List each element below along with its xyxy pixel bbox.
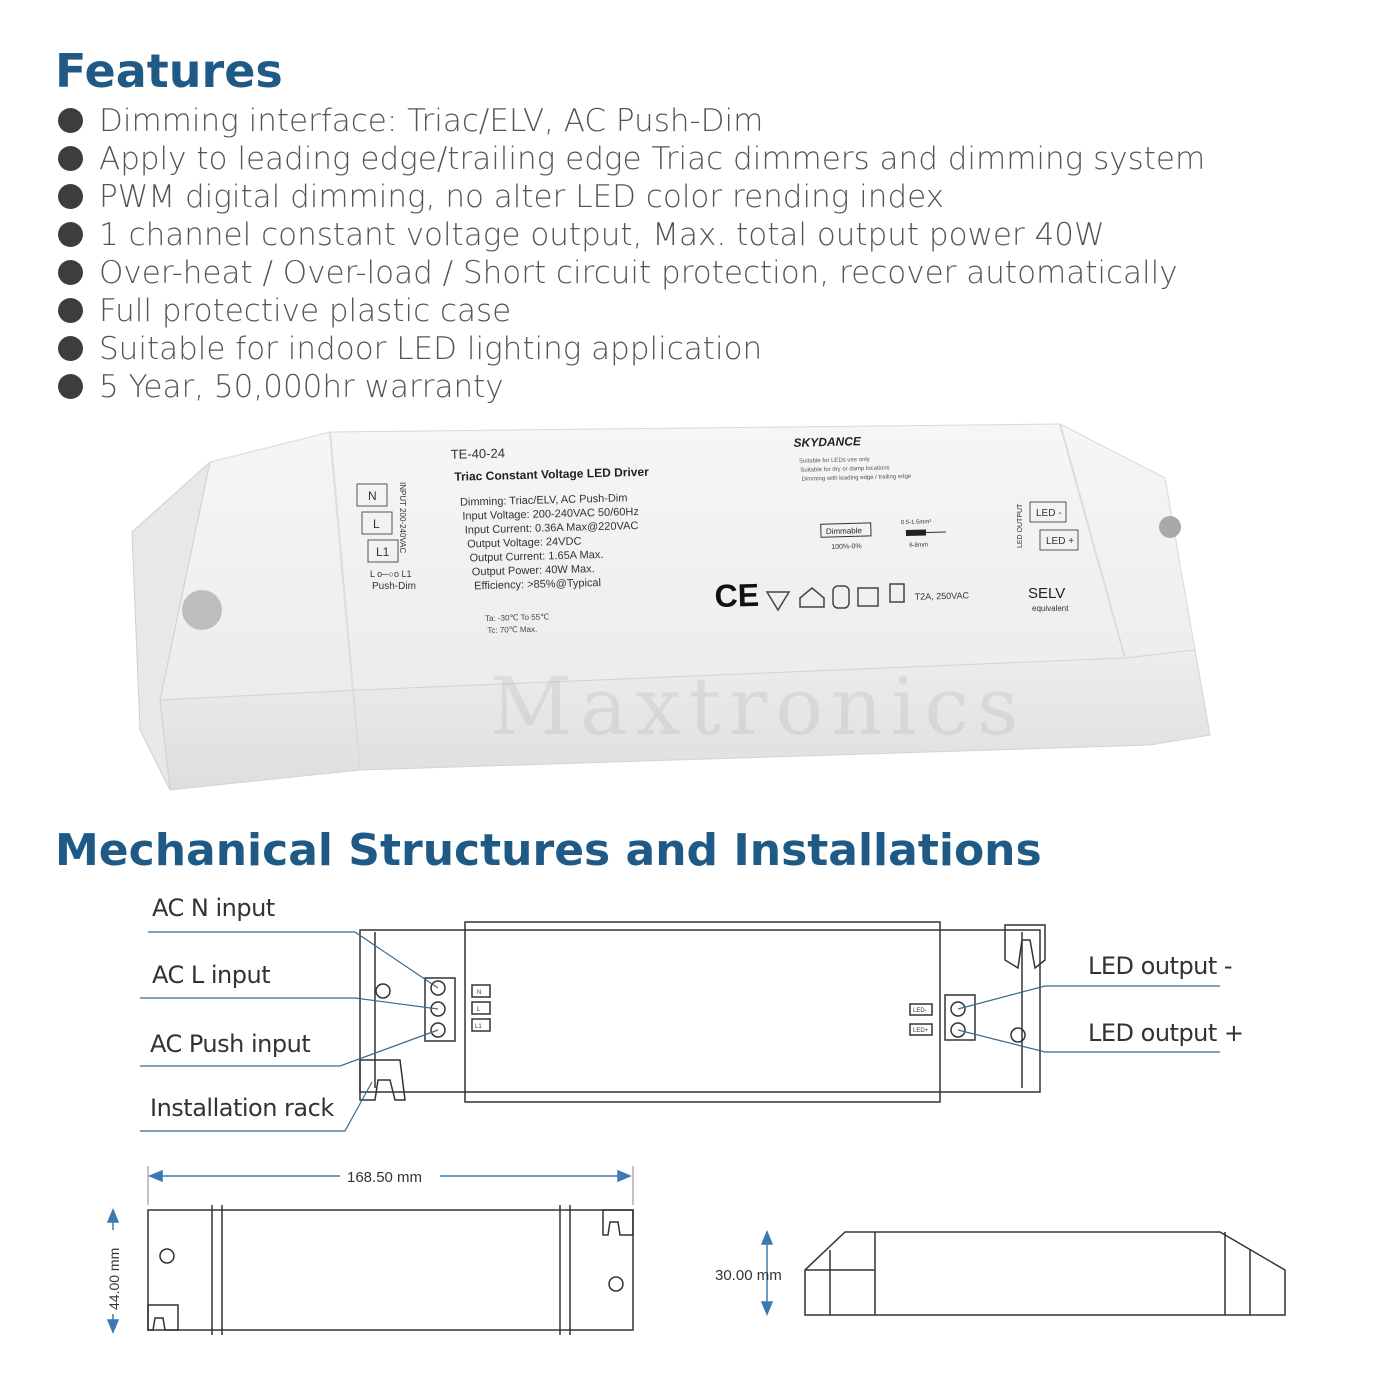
- spec-line: Output Power: 40W Max.: [472, 563, 595, 578]
- spec-line: Dimming: Triac/ELV, AC Push-Dim: [460, 492, 628, 508]
- fuse-rating: T2A, 250VAC: [915, 590, 970, 601]
- feature-item: Full protective plastic case: [58, 292, 1205, 330]
- product-name: Triac Constant Voltage LED Driver: [454, 465, 649, 484]
- input-label: INPUT 200-240VAC: [398, 482, 407, 554]
- driver-outline: [359, 929, 1041, 1093]
- feature-item: Apply to leading edge/trailing edge Tria…: [58, 140, 1205, 178]
- temp-line: Ta: -30℃ To 55℃: [485, 612, 549, 623]
- bullet-icon: [58, 260, 83, 285]
- features-title: Features: [55, 44, 283, 98]
- callout-ac-n-input: AC N input: [152, 894, 275, 922]
- mechanical-title: Mechanical Structures and Installations: [55, 825, 1042, 876]
- push-dim-wiring: L o─○o L1: [370, 569, 412, 579]
- terminal-l: L: [373, 517, 380, 531]
- model-number: TE-40-24: [451, 445, 506, 461]
- bullet-icon: [58, 146, 83, 171]
- strip-length: 6-8mm: [909, 542, 928, 548]
- note-line: Suitable for dry or damp locations: [800, 465, 890, 473]
- bullet-icon: [58, 298, 83, 323]
- spec-line: Efficiency: >85%@Typical: [474, 577, 601, 592]
- height-dimension: 30.00 mm: [715, 1267, 782, 1284]
- temp-line: Tc: 70℃ Max.: [487, 625, 537, 635]
- callout-installation-rack: Installation rack: [150, 1094, 334, 1122]
- terminal-l1: L1: [376, 545, 390, 559]
- bullet-icon: [58, 336, 83, 361]
- ce-mark: CE: [714, 577, 759, 614]
- svg-text:N: N: [477, 990, 481, 996]
- installation-rack: [359, 1059, 406, 1101]
- width-dimension: 44.00 mm: [106, 1248, 122, 1310]
- feature-item: 1 channel constant voltage output, Max. …: [58, 216, 1205, 254]
- length-dimension: 168.50 mm: [347, 1169, 422, 1186]
- bullet-icon: [58, 222, 83, 247]
- bullet-icon: [58, 108, 83, 133]
- callout-ac-l-input: AC L input: [152, 961, 271, 989]
- output-label: LED OUTPUT: [1017, 503, 1024, 548]
- terminal-led-plus: LED +: [1046, 536, 1074, 547]
- spec-line: Output Current: 1.65A Max.: [469, 549, 603, 565]
- wire-spec: 0.5-1.5mm²: [901, 519, 932, 526]
- terminal-n: N: [368, 489, 377, 503]
- feature-item: 5 Year, 50,000hr warranty: [58, 368, 1205, 406]
- feature-item: PWM digital dimming, no alter LED color …: [58, 178, 1205, 216]
- svg-text:L1: L1: [475, 1024, 482, 1030]
- watermark: Maxtronics: [490, 660, 1027, 753]
- callout-ac-push-input: AC Push input: [150, 1030, 311, 1058]
- brand-logo: SKYDANCE: [793, 434, 862, 450]
- callout-led-output-minus: LED output -: [1088, 952, 1233, 980]
- svg-text:L: L: [477, 1007, 481, 1013]
- selv-sub: equivalent: [1032, 604, 1069, 613]
- certification-icons: [765, 583, 905, 612]
- bullet-icon: [58, 374, 83, 399]
- dim-range: 100%-0%: [831, 543, 862, 551]
- note-line: Suitable for LEDs use only: [799, 457, 870, 465]
- note-line: Dimming with leading edge / trailing edg…: [801, 474, 912, 483]
- svg-text:LED-: LED-: [913, 1008, 927, 1014]
- spec-line: Input Current: 0.36A Max@220VAC: [465, 520, 639, 537]
- terminal-led-minus: LED -: [1036, 508, 1062, 519]
- push-dim-label: Push-Dim: [372, 581, 416, 592]
- feature-item: Dimming interface: Triac/ELV, AC Push-Di…: [58, 102, 1205, 140]
- feature-list: Dimming interface: Triac/ELV, AC Push-Di…: [58, 102, 1205, 406]
- bullet-icon: [58, 184, 83, 209]
- selv-mark: SELV: [1028, 585, 1065, 602]
- spec-line: Input Voltage: 200-240VAC 50/60Hz: [462, 506, 639, 523]
- spec-line: Output Voltage: 24VDC: [467, 536, 582, 551]
- feature-item: Over-heat / Over-load / Short circuit pr…: [58, 254, 1205, 292]
- svg-text:LED+: LED+: [913, 1028, 929, 1034]
- dimmable-badge: Dimmable: [826, 526, 863, 536]
- callout-led-output-plus: LED output +: [1088, 1019, 1244, 1047]
- feature-item: Suitable for indoor LED lighting applica…: [58, 330, 1205, 368]
